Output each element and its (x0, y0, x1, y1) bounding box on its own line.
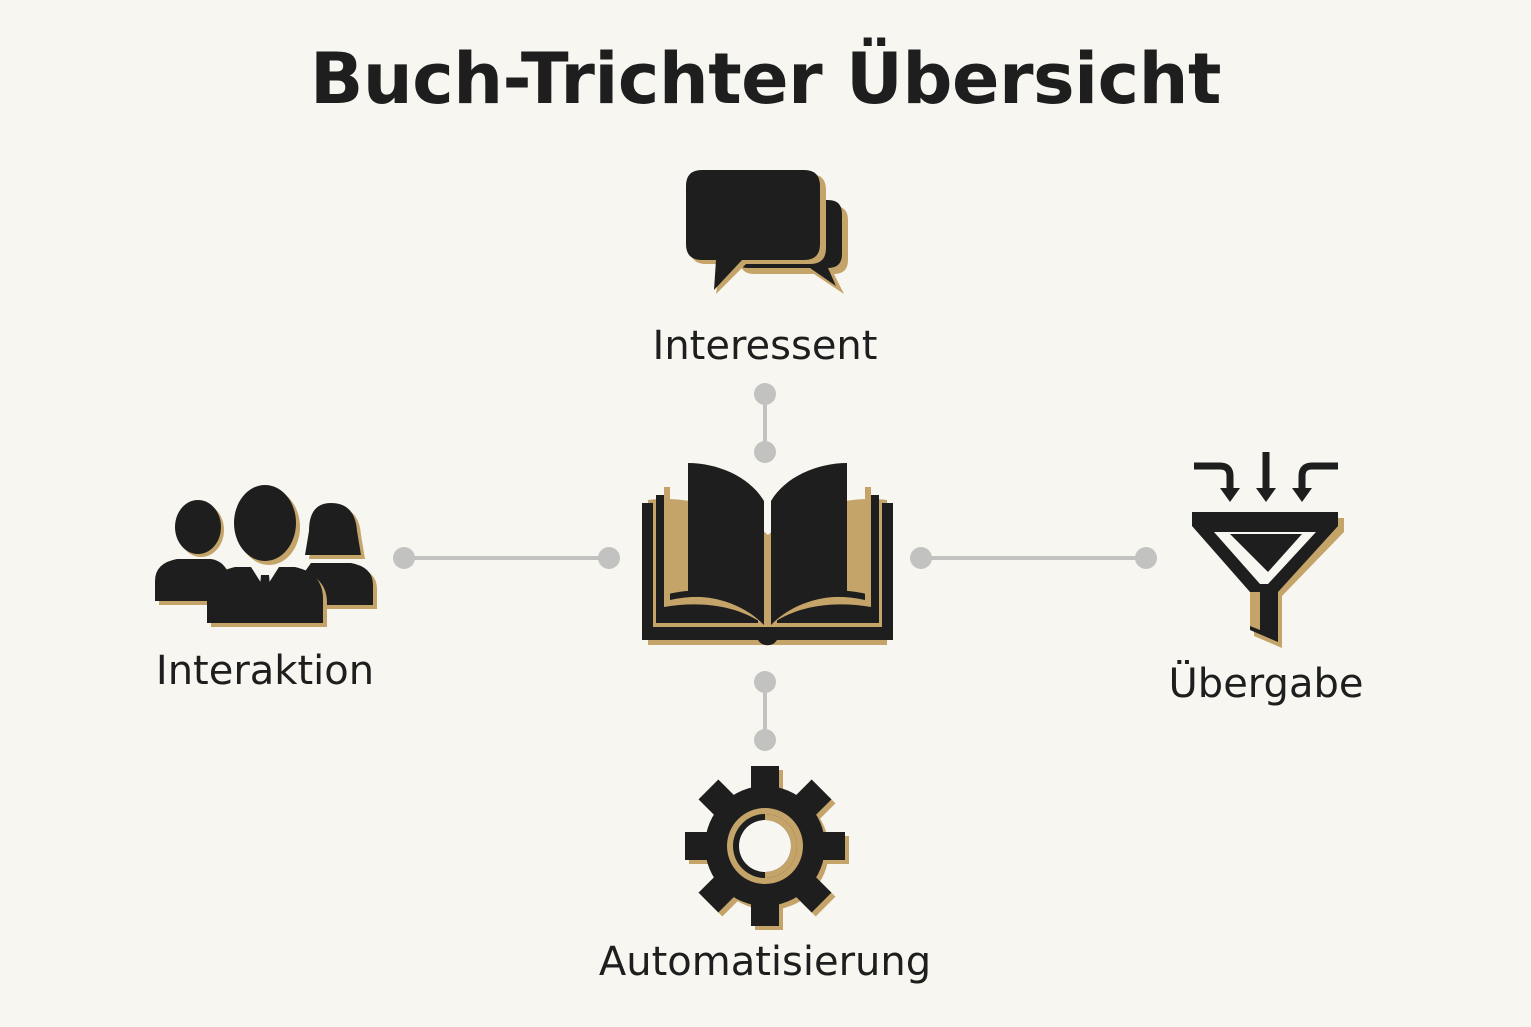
gear-icon (685, 766, 849, 930)
connector-bottom (754, 671, 776, 751)
chat-bubbles-icon (686, 170, 848, 294)
connector-top (754, 383, 776, 463)
node-label-uebergabe: Übergabe (1168, 661, 1364, 707)
connector-left (393, 547, 620, 569)
connector-right (910, 547, 1157, 569)
diagram-title: Buch-Trichter Übersicht (310, 38, 1221, 120)
node-label-interaktion: Interaktion (155, 648, 375, 694)
people-group-icon (155, 485, 377, 627)
node-label-automatisierung: Automatisierung (598, 939, 932, 985)
open-book-icon (642, 463, 893, 646)
node-label-interessent: Interessent (652, 323, 878, 369)
funnel-icon (1192, 452, 1344, 648)
